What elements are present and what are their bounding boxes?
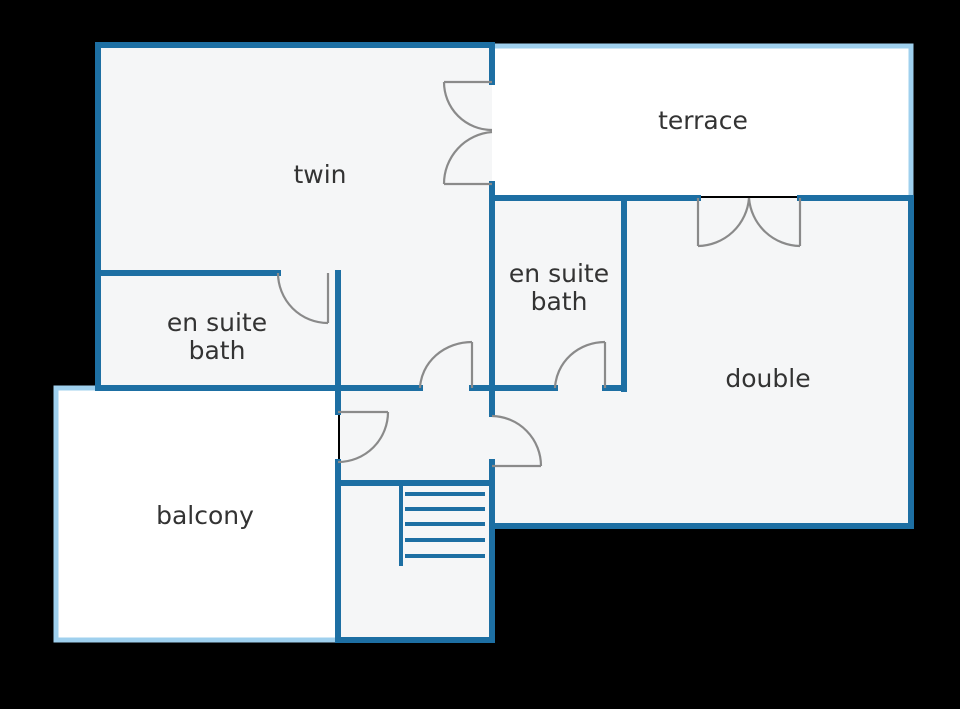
terrace-floor — [492, 46, 912, 196]
doors — [276, 80, 802, 468]
balcony-door — [337, 410, 390, 464]
double-outer-wall — [489, 195, 914, 529]
floors — [56, 45, 912, 640]
label-balcony: balcony — [156, 501, 254, 530]
staircase — [399, 484, 485, 566]
balcony-floor — [56, 388, 338, 640]
twin-outer-wall — [95, 42, 495, 391]
label-left-ensuite-line2: bath — [189, 336, 246, 365]
label-double: double — [725, 364, 810, 393]
stair-box-wall — [335, 480, 495, 643]
double-corridor-door — [491, 414, 543, 468]
exterior-outlines — [53, 43, 914, 643]
terrace-double-door — [442, 80, 493, 186]
right-ensuite-door — [553, 340, 607, 389]
stair-floor — [340, 483, 492, 640]
twin-floor — [98, 45, 492, 485]
walls — [95, 42, 914, 643]
label-terrace: terrace — [658, 106, 748, 135]
left-ensuite-door — [276, 272, 330, 325]
terrace-outline — [492, 43, 914, 196]
twin-corridor-door — [418, 340, 474, 389]
label-twin: twin — [293, 160, 346, 189]
label-left-ensuite-line1: en suite — [167, 308, 267, 337]
balcony-outline — [53, 385, 338, 643]
double-terrace-door — [696, 197, 802, 248]
room-labels: twin terrace en suite bath en suite bath… — [156, 106, 811, 530]
label-right-ensuite-line1: en suite — [509, 259, 609, 288]
double-floor — [492, 198, 911, 526]
label-right-ensuite-line2: bath — [531, 287, 588, 316]
